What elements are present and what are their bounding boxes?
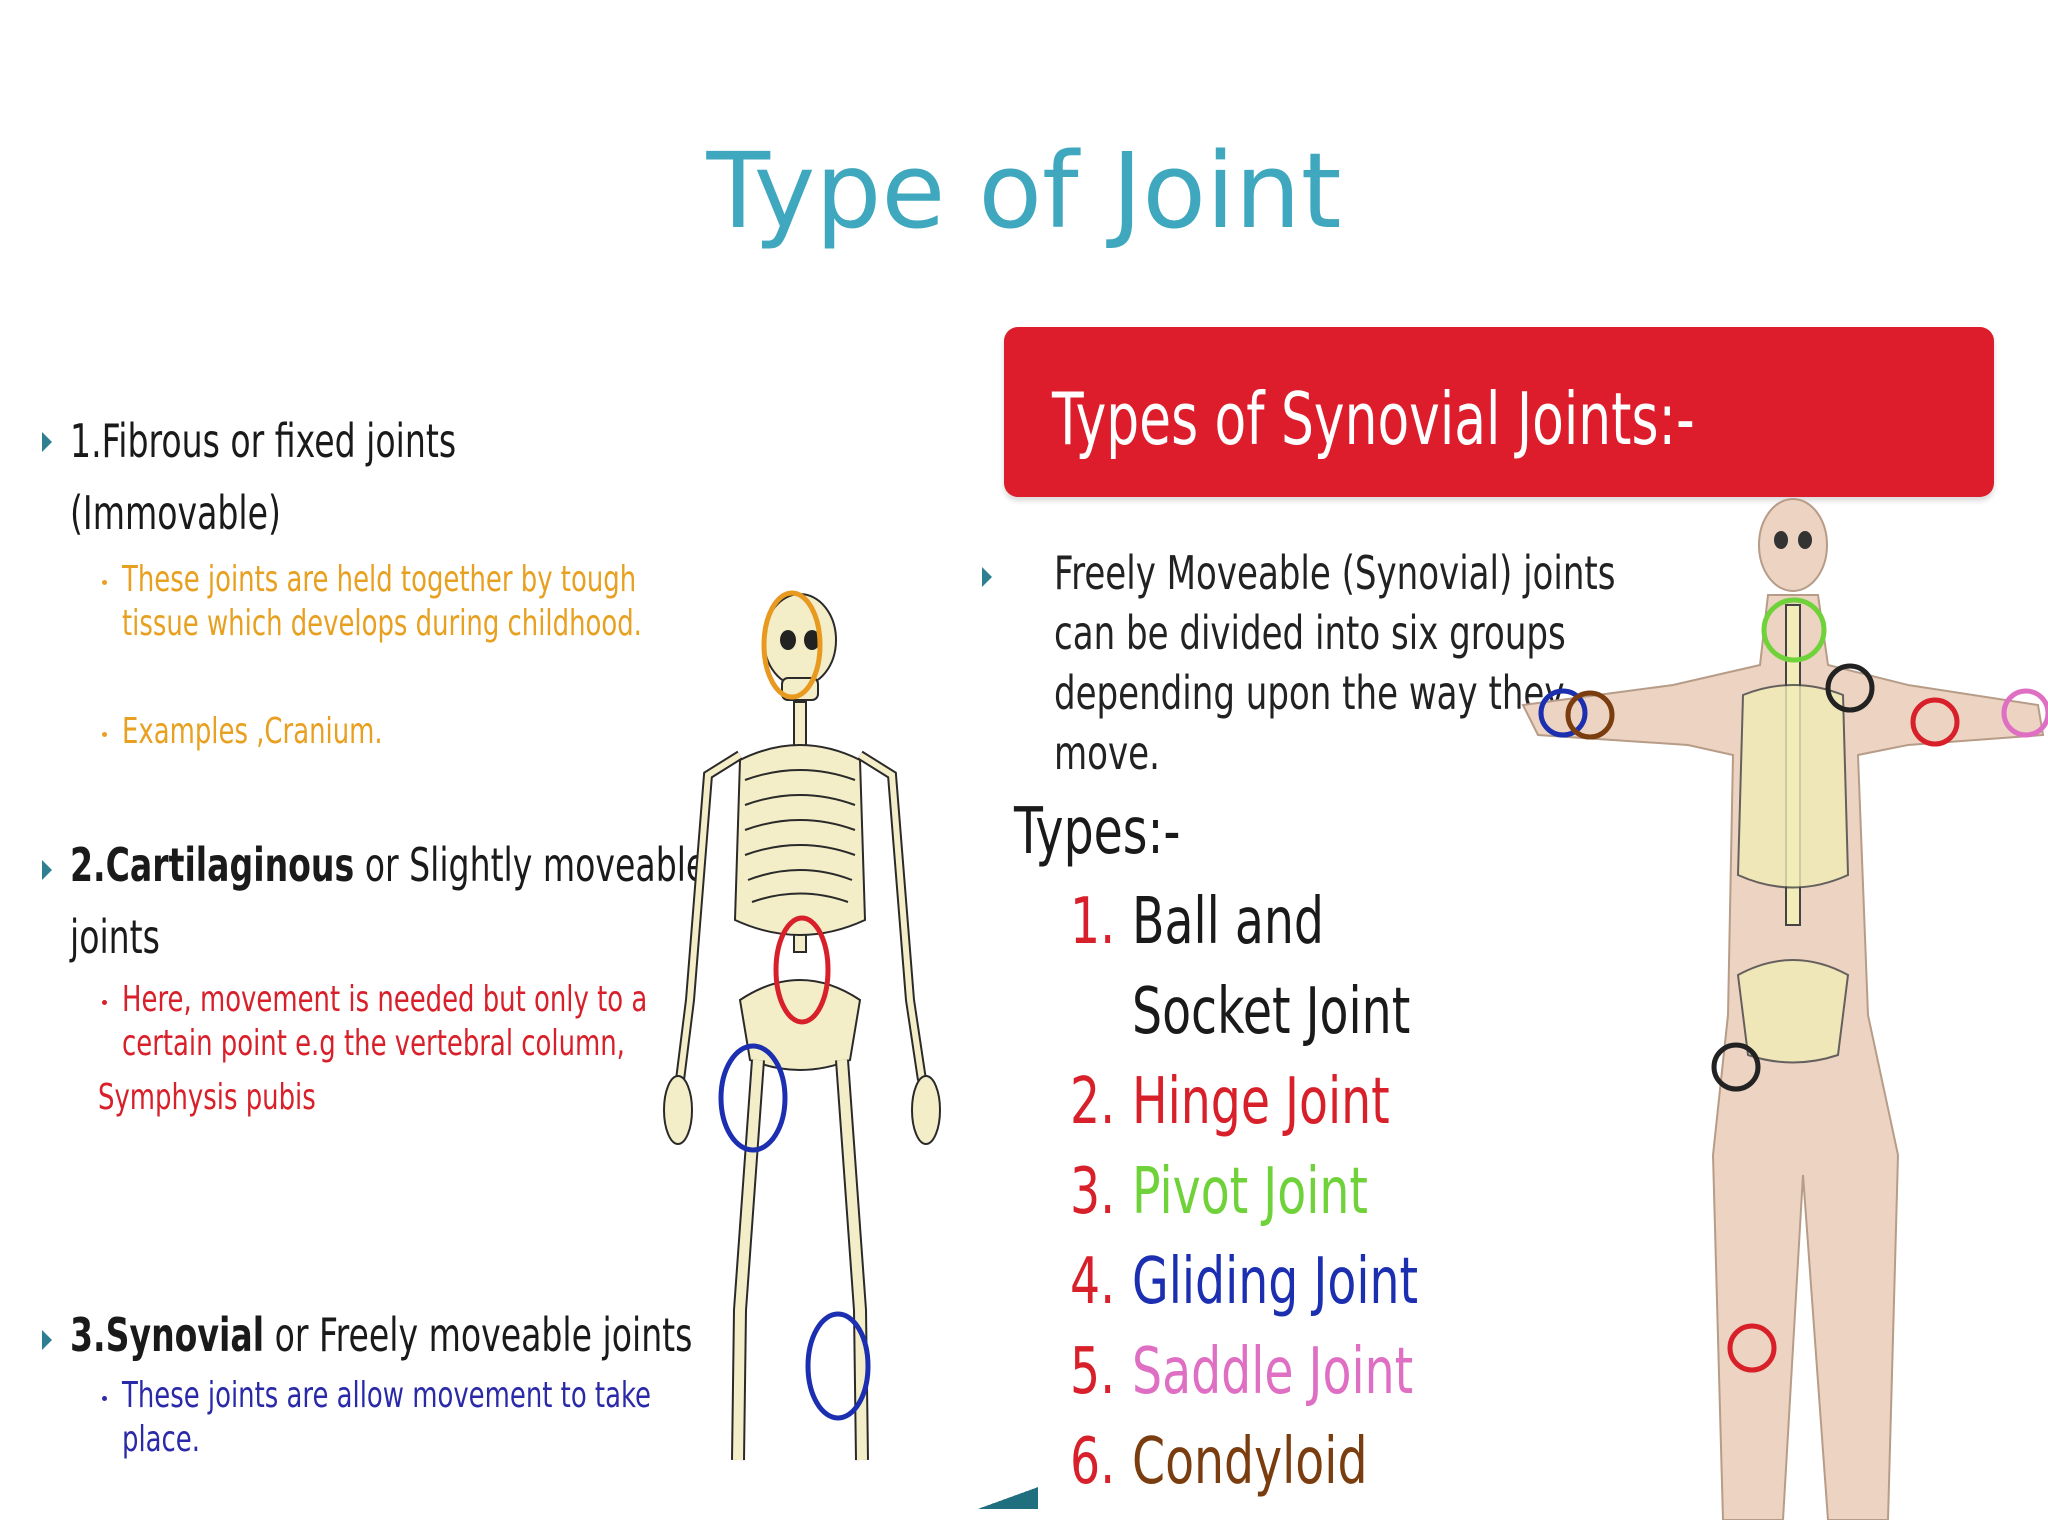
section-1-bullet-2-line-1: Examples ,Cranium. [122,711,383,752]
type-2-label: Hinge Joint [1132,1065,1390,1139]
fibrous-highlight-circle [761,590,823,700]
hinge-knee-highlight-circle [1727,1323,1777,1373]
paragraph-line-2: can be divided into six groups [1054,606,1566,660]
section-3-heading: 3.Synovial or Freely moveable joints [70,1308,692,1362]
type-1-label-line-1: Ball and [1132,885,1324,959]
synovial-banner: Types of Synovial Joints:- [1004,327,1994,497]
gliding-highlight-circle [1538,688,1588,738]
type-5-label: Saddle Joint [1132,1335,1414,1409]
section-1-bullet-1-line-2: tissue which develops during childhood. [122,603,642,644]
section-2-bullet-1-line-1: Here, movement is needed but only to a [122,979,648,1020]
type-3-label: Pivot Joint [1132,1155,1368,1229]
banner-title: Types of Synovial Joints:- [1052,377,1695,461]
section-2-extra: Symphysis pubis [98,1077,316,1118]
type-1-label-line-2: Socket Joint [1132,975,1411,1049]
bullet-dot [102,580,107,585]
type-5-number: 5. [1070,1335,1116,1409]
ball-socket-hip-highlight-circle [1711,1042,1761,1092]
condyloid-highlight-circle [1565,690,1615,740]
section-3-heading-rest: or Freely moveable joints [264,1308,693,1362]
section-2-heading-num: 2.Cartilaginous [70,838,355,892]
section-1-bullet-1-line-1: These joints are held together by tough [122,559,637,600]
body-figure-illustration [1521,498,2048,1520]
cartilaginous-highlight-circle [773,915,831,1025]
bullet-dot [102,1000,107,1005]
paragraph-line-4: move. [1054,726,1160,780]
corner-accent [978,1487,1038,1509]
type-4-label: Gliding Joint [1132,1245,1419,1319]
section-2-heading: 2.Cartilaginous or Slightly moveable [70,838,706,892]
skeleton-illustration [663,590,941,1461]
section-2-heading-rest: or Slightly moveable [354,838,707,892]
type-2-number: 2. [1070,1065,1116,1139]
section-3-bullet-1-line-1: These joints are allow movement to take [122,1375,651,1416]
type-1-number: 1. [1070,885,1116,959]
bullet-arrow-icon [42,1330,52,1350]
types-label: Types:- [1014,795,1181,869]
slide-title: Type of Joint [706,130,1342,252]
type-6-number: 6. [1070,1425,1116,1499]
section-2-bullet-1-line-2: certain point e.g the vertebral column, [122,1023,625,1064]
section-3-heading-num: 3.Synovial [70,1308,265,1362]
type-4-number: 4. [1070,1245,1116,1319]
bullet-arrow-icon [982,567,992,587]
section-1-heading-line2: (Immovable) [70,486,281,540]
hinge-elbow-highlight-circle [1910,697,1960,747]
bullet-arrow-icon [42,860,52,880]
paragraph-line-1: Freely Moveable (Synovial) joints [1054,546,1616,600]
bullet-arrow-icon [42,432,52,452]
paragraph-line-3: depending upon the way they [1054,666,1565,720]
section-2-heading-line2: joints [70,910,160,964]
left-panel: 1.Fibrous or fixed joints (Immovable) Th… [0,380,990,1490]
ball-socket-shoulder-highlight-circle [1825,663,1875,713]
saddle-highlight-circle [2001,688,2048,738]
bullet-dot [102,732,107,737]
type-3-number: 3. [1070,1155,1116,1229]
synovial-hip-highlight-circle [718,1043,788,1153]
right-panel: Types of Synovial Joints:- Freely Moveab… [978,305,2048,1520]
section-3-bullet-1-line-2: place. [122,1419,200,1460]
pivot-highlight-circle [1761,597,1827,663]
synovial-knee-highlight-circle [805,1311,871,1421]
section-1-heading: 1.Fibrous or fixed joints [70,414,457,468]
bullet-dot [102,1396,107,1401]
type-6-label: Condyloid [1132,1425,1368,1499]
